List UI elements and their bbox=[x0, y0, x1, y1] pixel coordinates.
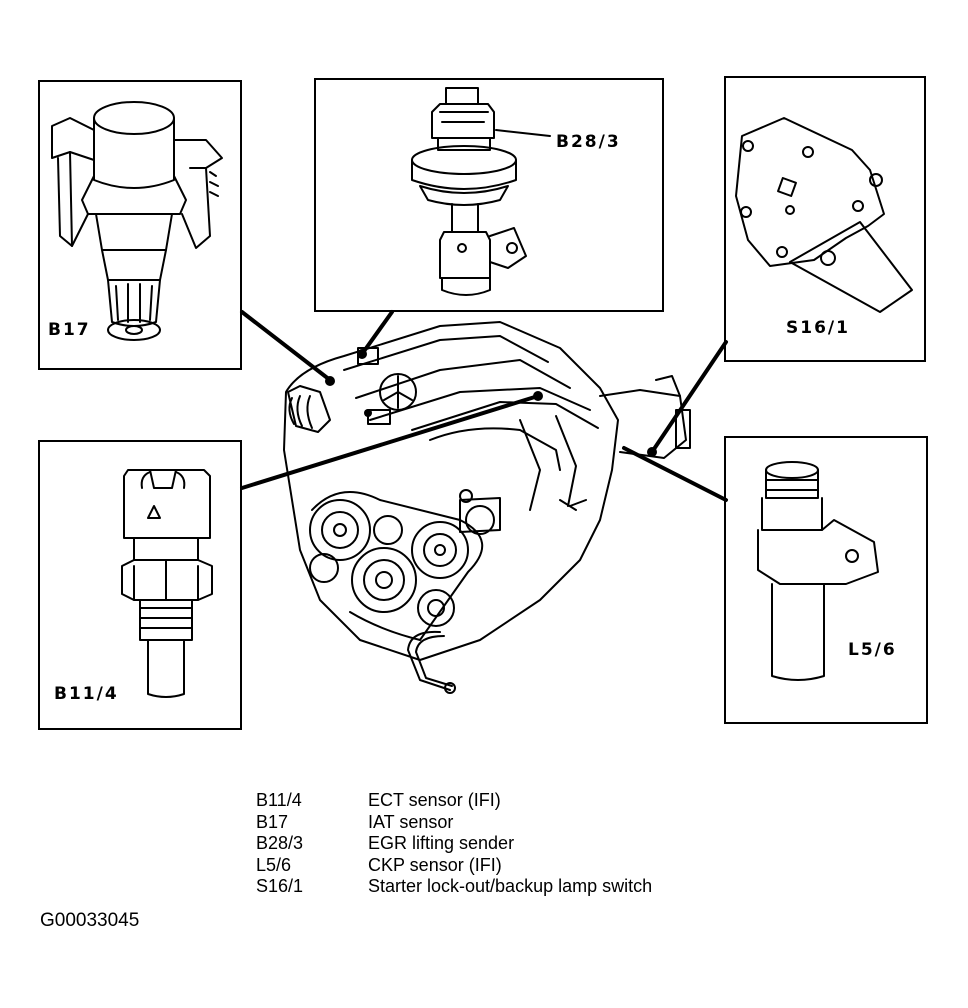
legend-row: S16/1 Starter lock-out/backup lamp switc… bbox=[256, 876, 652, 898]
legend-description: Starter lock-out/backup lamp switch bbox=[368, 876, 653, 896]
legend-code: B11/4 bbox=[256, 790, 302, 810]
legend-code: B28/3 bbox=[256, 833, 304, 853]
legend-description: CKP sensor (IFI) bbox=[368, 854, 502, 875]
legend-row: B11/4 ECT sensor (IFI) bbox=[256, 790, 652, 812]
ect-sensor-illustration bbox=[121, 469, 213, 698]
legend-row: B28/3 EGR lifting sender bbox=[256, 833, 652, 855]
legend-row: L5/6 CKP sensor (IFI) bbox=[256, 855, 652, 877]
legend-code: L5/6 bbox=[256, 854, 292, 875]
legend: B11/4 ECT sensor (IFI) B17 IAT sensor B2… bbox=[256, 790, 652, 898]
inset-b11-4 bbox=[38, 440, 242, 730]
leader-lines bbox=[240, 310, 728, 502]
inset-s16-1 bbox=[724, 76, 926, 362]
callout-b28-3: B28/3 bbox=[556, 132, 621, 152]
ckp-sensor-illustration bbox=[757, 461, 879, 681]
callout-l5-6: L5/6 bbox=[848, 640, 897, 660]
inset-l5-6 bbox=[724, 436, 928, 724]
legend-code: S16/1 bbox=[256, 876, 304, 896]
callout-b11-4: B11/4 bbox=[54, 684, 119, 704]
engine-block-illustration bbox=[283, 321, 691, 694]
figure-id: G00033045 bbox=[40, 910, 140, 931]
starter-switch-illustration bbox=[735, 117, 913, 313]
egr-sender-illustration bbox=[411, 87, 551, 296]
callout-b17: B17 bbox=[48, 320, 91, 340]
legend-description: ECT sensor (IFI) bbox=[368, 790, 501, 810]
iat-sensor-illustration bbox=[51, 101, 223, 341]
legend-code: B17 bbox=[256, 811, 289, 832]
legend-row: B17 IAT sensor bbox=[256, 812, 652, 834]
callout-s16-1: S16/1 bbox=[786, 318, 850, 338]
legend-description: EGR lifting sender bbox=[368, 833, 515, 853]
legend-description: IAT sensor bbox=[368, 811, 454, 832]
